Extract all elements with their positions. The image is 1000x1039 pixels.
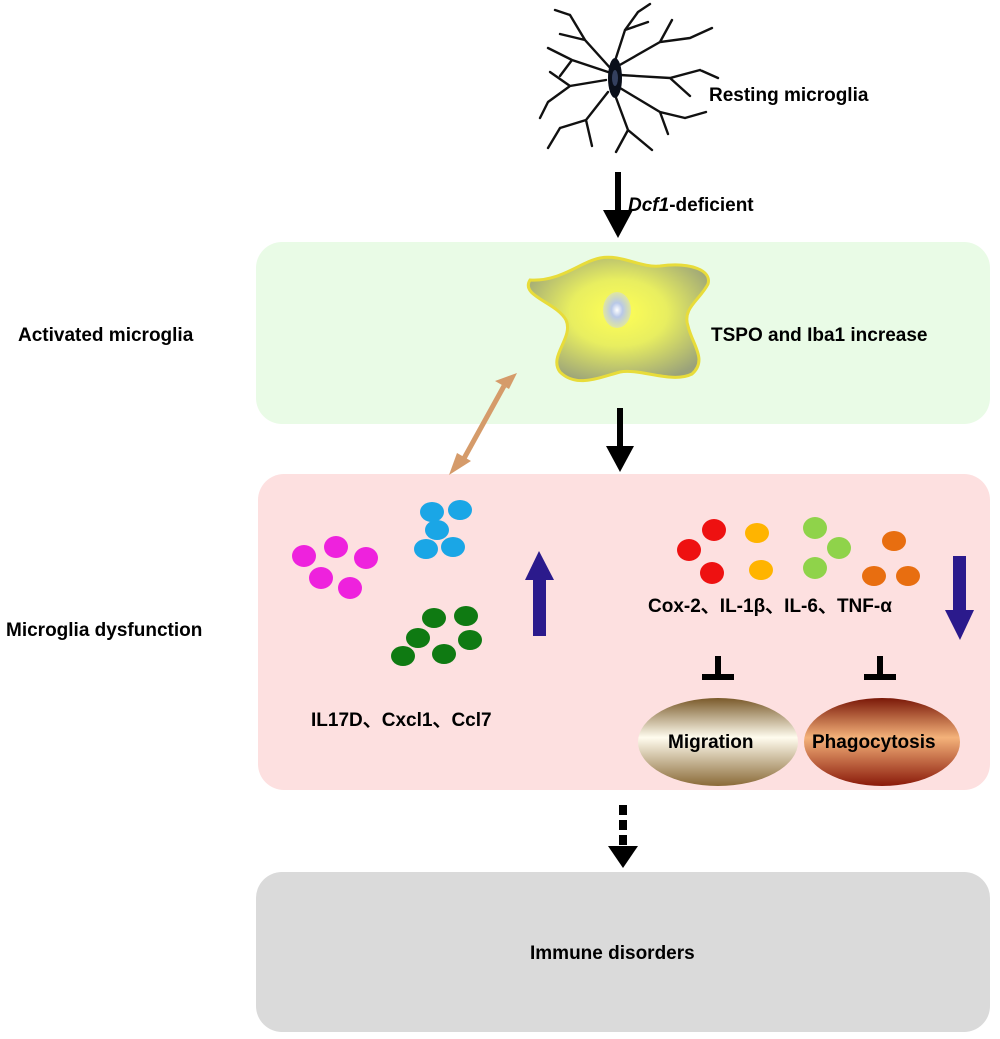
down-arrow [945,556,974,640]
immune-disorders-label: Immune disorders [530,943,695,964]
up-arrow [525,551,554,636]
il6-dot-cluster [803,517,851,579]
activated-nucleus [603,292,631,328]
il1b-dot-cluster [745,523,773,580]
deficient-suffix: -deficient [669,195,754,216]
il17d-dot-cluster [292,536,378,599]
phagocytosis-label: Phagocytosis [812,732,936,753]
dashed-arrow-to-outcome [608,805,638,868]
dcf1-deficient-label: Dcf1-deficient [628,196,754,215]
activated-microglia-side-label: Activated microglia [18,325,194,346]
dcf1-gene: Dcf1 [628,195,670,216]
cox2-dot-cluster [677,519,726,584]
resting-microglia-label: Resting microglia [709,85,869,106]
resting-microglia-icon [538,2,720,154]
bidirectional-arrow [449,373,517,475]
up-genes-label: IL17D、Cxcl1、Ccl7 [311,710,492,731]
migration-oval [638,698,798,786]
arrow-activated-to-dysfunction [606,408,634,472]
migration-label: Migration [668,732,754,753]
tspo-iba1-label: TSPO and Iba1 increase [711,325,928,346]
microglia-dysfunction-side-label: Microglia dysfunction [6,620,203,641]
tnfa-dot-cluster [862,531,920,586]
phagocytosis-oval [804,698,960,786]
inhibit-phagocytosis-symbol [864,656,896,680]
cxcl1-dot-cluster [414,500,472,559]
arrow-resting-to-activated [603,172,633,238]
inhibit-migration-symbol [702,656,734,680]
outcome-panel [256,872,990,1032]
ccl7-dot-cluster [391,606,482,666]
down-genes-label: Cox-2、IL-1β、IL-6、TNF-α [648,596,892,617]
